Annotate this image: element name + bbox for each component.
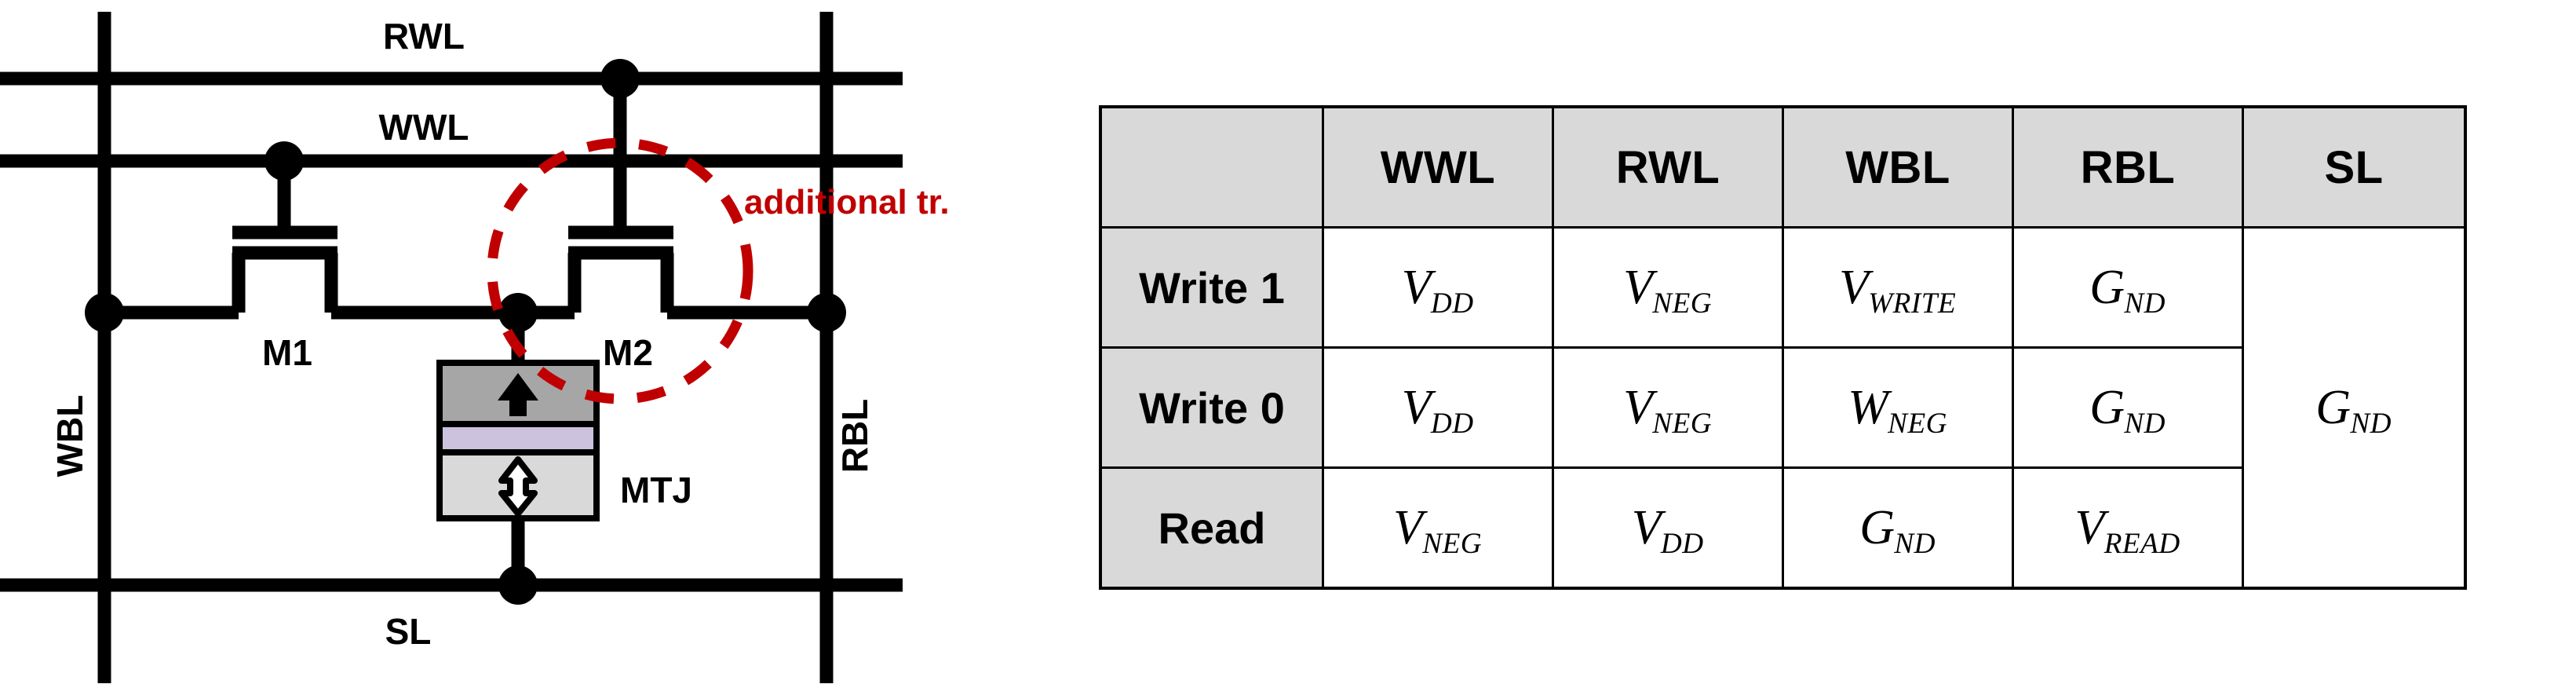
junction-dots <box>85 59 846 605</box>
cell-write0-rbl: GND <box>2012 346 2244 469</box>
cell-write1-rwl: VNEG <box>1552 226 1784 349</box>
mtj-stack <box>436 360 600 521</box>
cell-sl-merged: GND <box>2242 226 2467 590</box>
value-variable: VDD <box>1631 501 1704 560</box>
column-header-rwl: RWL <box>1552 105 1784 229</box>
value-variable: VDD <box>1401 381 1474 440</box>
table-row: Read VNEG VDD GND <box>1099 466 2465 590</box>
dot-rwl-m2gate <box>600 59 640 98</box>
value-variable: GND <box>2089 381 2166 440</box>
cell-write0-wwl: VDD <box>1322 346 1554 469</box>
column-header-rbl: RBL <box>2012 105 2244 229</box>
table-header: WWL RWL WBL RBL SL <box>1099 105 2467 229</box>
row-header-write-1: Write 1 <box>1099 226 1324 349</box>
cell-read-wbl: GND <box>1782 466 2014 590</box>
dot-wwl-m1gate <box>265 141 304 181</box>
bitcell-schematic: RWL WWL SL WBL RBL M1 M2 MTJ additional … <box>0 12 950 683</box>
table-panel: WWL RWL WBL RBL SL Write 1 VDD <box>1020 0 2576 695</box>
dot-wbl-m1src <box>85 293 124 332</box>
mtj-fixed-arrow-up-icon <box>498 373 538 416</box>
cell-write0-rwl: VNEG <box>1552 346 1784 469</box>
value-variable: VNEG <box>1623 261 1713 320</box>
additional-transistor-highlight-circle <box>487 137 753 404</box>
schematic-panel: RWL WWL SL WBL RBL M1 M2 MTJ additional … <box>0 0 1020 695</box>
row-header-write-0: Write 0 <box>1099 346 1324 469</box>
value-variable: GND <box>2315 381 2392 440</box>
column-header-wwl: WWL <box>1322 105 1554 229</box>
cell-write1-wwl: VDD <box>1322 226 1554 349</box>
label-m1: M1 <box>262 332 312 373</box>
value-variable: GND <box>2089 261 2166 320</box>
cell-write1-wbl: VWRITE <box>1782 226 2014 349</box>
cell-read-rbl: VREAD <box>2012 466 2244 590</box>
label-rbl: RBL <box>834 399 875 474</box>
dot-rbl-m2drain <box>807 293 846 332</box>
value-variable: VDD <box>1401 261 1474 320</box>
table-body: Write 1 VDD VNEG VWRITE <box>1099 226 2467 590</box>
column-header-wbl: WBL <box>1782 105 2014 229</box>
table-header-row: WWL RWL WBL RBL SL <box>1099 105 2467 229</box>
column-header-sl: SL <box>2242 105 2467 229</box>
cell-write1-rbl: GND <box>2012 226 2244 349</box>
label-m2: M2 <box>603 332 653 373</box>
label-wwl: WWL <box>379 107 469 148</box>
label-wbl: WBL <box>49 395 90 477</box>
value-variable: VNEG <box>1393 501 1483 560</box>
row-header-read: Read <box>1099 466 1324 590</box>
value-variable: VREAD <box>2074 501 2180 560</box>
bias-condition-table: WWL RWL WBL RBL SL Write 1 VDD <box>1099 105 2467 590</box>
label-rwl: RWL <box>383 16 465 57</box>
value-variable: WNEG <box>1848 381 1948 440</box>
mtj-tunnel-barrier <box>436 421 600 455</box>
cell-read-wwl: VNEG <box>1322 466 1554 590</box>
table-row: Write 1 VDD VNEG VWRITE <box>1099 226 2467 590</box>
dot-sl-mtj <box>498 565 538 605</box>
value-variable: VNEG <box>1623 381 1713 440</box>
mtj-free-arrow-updown-icon <box>498 456 538 517</box>
label-sl: SL <box>385 611 432 652</box>
table-corner-cell <box>1099 105 1324 229</box>
label-mtj: MTJ <box>620 470 692 510</box>
table-row: Write 0 VDD VNEG WNEG <box>1099 346 2465 469</box>
value-variable: VWRITE <box>1839 261 1957 320</box>
dot-storage-node <box>498 293 538 332</box>
cell-read-rwl: VDD <box>1552 466 1784 590</box>
label-additional-transistor: additional tr. <box>744 183 950 221</box>
value-variable: GND <box>1859 501 1936 560</box>
cell-write0-wbl: WNEG <box>1782 346 2014 469</box>
